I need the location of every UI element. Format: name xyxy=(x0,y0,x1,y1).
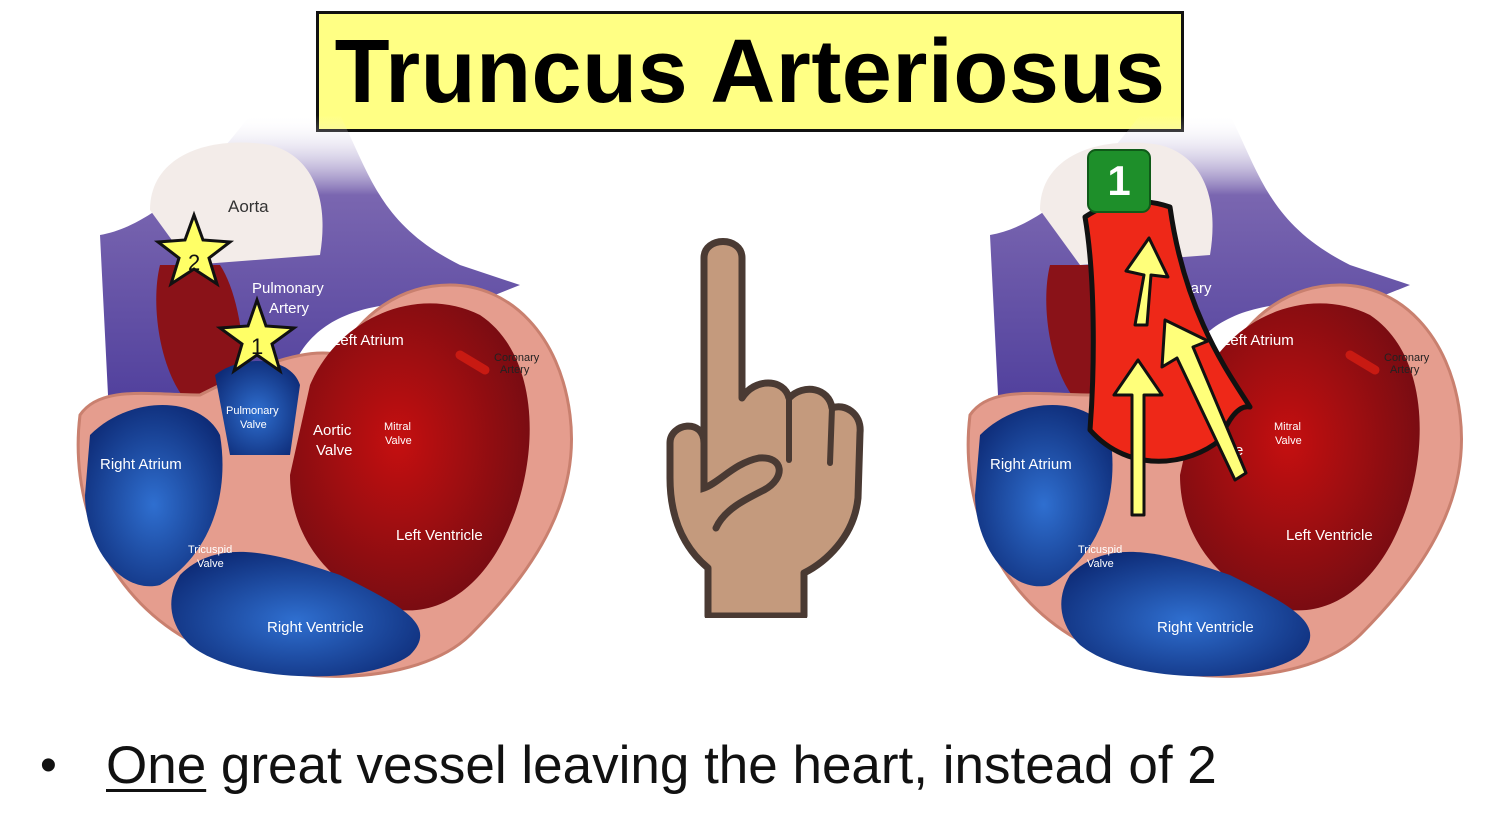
label-tricuspid-valve-2: Valve xyxy=(197,558,224,570)
label-mitral-valve-1: Mitral xyxy=(1274,421,1301,433)
arrow-upward-icon xyxy=(1124,236,1170,327)
bullet-emphasis: One xyxy=(106,735,207,795)
title-banner: Truncus Arteriosus xyxy=(316,11,1184,132)
left-heart-diagram: Aorta Pulmonary Artery Left Atrium Coron… xyxy=(76,115,573,678)
arrow-diagonal-icon xyxy=(1160,318,1248,482)
star-icon xyxy=(215,295,299,375)
label-pulmonary-valve-2: Valve xyxy=(240,419,267,431)
outflow-septum xyxy=(215,361,300,455)
right-heart-diagram: onary ry Left Atrium Coronary Artery Mit… xyxy=(966,115,1463,678)
star-1-number: 1 xyxy=(251,334,263,359)
label-left-ventricle: Left Ventricle xyxy=(1286,527,1373,544)
right-atrium xyxy=(85,405,223,587)
coronary-vessel xyxy=(455,350,490,375)
one-finger-hand-icon xyxy=(666,238,864,618)
label-mitral-valve-2: Valve xyxy=(385,435,412,447)
bullet-text: great vessel leaving the heart, instead … xyxy=(206,735,1217,795)
bullet-dot: • xyxy=(40,738,57,792)
label-coronary-1: Coronary xyxy=(494,352,540,364)
label-coronary-2: Artery xyxy=(500,364,530,376)
arrow-upward-icon xyxy=(1112,358,1164,517)
label-coronary-1: Coronary xyxy=(1384,352,1430,364)
star-marker-1: 1 xyxy=(215,295,299,375)
label-aorta: Aorta xyxy=(228,197,269,216)
label-coronary-2: Artery xyxy=(1390,364,1420,376)
label-tricuspid-valve-1: Tricuspid xyxy=(188,544,232,556)
label-aortic-valve-1: Aortic xyxy=(313,422,352,439)
star-2-number: 2 xyxy=(188,250,200,275)
label-left-ventricle: Left Ventricle xyxy=(396,527,483,544)
bullet-point: • One great vessel leaving the heart, in… xyxy=(40,730,1217,800)
label-left-atrium: Left Atrium xyxy=(1222,332,1294,349)
label-right-ventricle: Right Ventricle xyxy=(267,619,364,636)
label-right-atrium: Right Atrium xyxy=(100,456,182,473)
label-tricuspid-valve-2: Valve xyxy=(1087,558,1114,570)
label-valve-fragment: e xyxy=(1235,442,1243,459)
blood-flow-arrows xyxy=(1112,236,1248,517)
badge-number: 1 xyxy=(1107,157,1130,204)
label-left-atrium: Left Atrium xyxy=(332,332,404,349)
label-right-ventricle: Right Ventricle xyxy=(1157,619,1254,636)
label-pulmonary-valve-1: Pulmonary xyxy=(226,405,279,417)
left-atrium-ventricle xyxy=(290,303,530,611)
right-ventricle xyxy=(171,551,421,677)
label-mitral-valve-1: Mitral xyxy=(384,421,411,433)
number-badge: 1 xyxy=(1087,149,1151,213)
page-title: Truncus Arteriosus xyxy=(334,21,1166,122)
label-aortic-valve-2: Valve xyxy=(316,442,352,459)
label-mitral-valve-2: Valve xyxy=(1275,435,1302,447)
label-pulmonary-artery-1: Pulmonary xyxy=(252,280,324,297)
label-right-atrium: Right Atrium xyxy=(990,456,1072,473)
star-icon xyxy=(153,210,235,288)
label-pulmonary-artery-2: Artery xyxy=(269,300,310,317)
label-tricuspid-valve-1: Tricuspid xyxy=(1078,544,1122,556)
star-marker-2: 2 xyxy=(153,210,235,288)
